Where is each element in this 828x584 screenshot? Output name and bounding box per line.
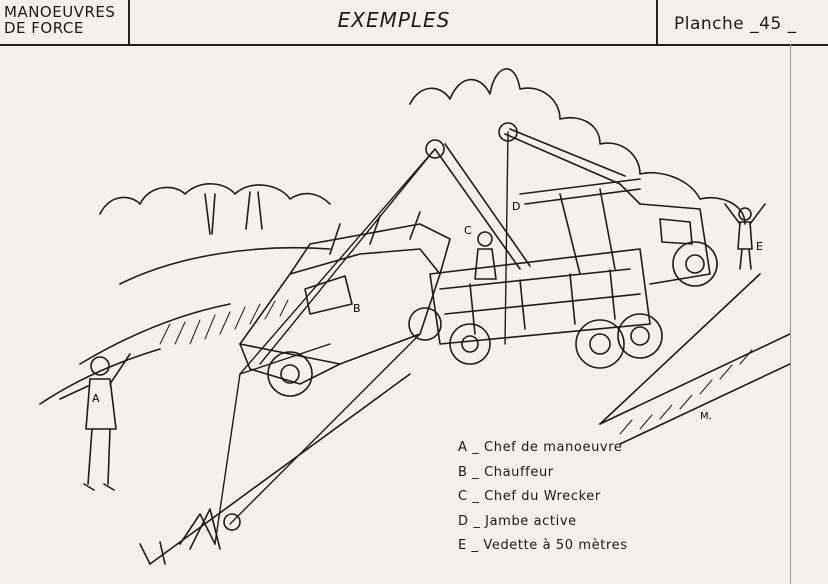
- letter-a: A: [92, 392, 100, 405]
- tree-line: [99, 183, 331, 215]
- plate-header: MANOEUVRES DE FORCE EXEMPLES Planche _45…: [0, 0, 828, 46]
- man-c: [474, 231, 497, 280]
- legend: A _ Chef de manoeuvre B _ Chauffeur C _ …: [458, 436, 788, 559]
- road-edge-right: [599, 273, 761, 425]
- letter-b: B: [353, 302, 361, 315]
- man-a: [59, 353, 131, 491]
- boom-right: [504, 128, 641, 205]
- legend-item-e: E _ Vedette à 50 mètres: [458, 538, 628, 553]
- tree-trunk-left: [204, 191, 263, 235]
- letter-d: D: [512, 200, 520, 213]
- section-title-line1: MANOEUVRES: [4, 3, 116, 21]
- ground-anchor: [139, 508, 241, 565]
- letter-e: E: [756, 240, 763, 253]
- ditch-bank: [39, 247, 331, 405]
- legend-item-a: A _ Chef de manoeuvre: [458, 440, 623, 455]
- legend-item-b: B _ Chauffeur: [458, 464, 554, 480]
- legend-item-c: C _ Chef du Wrecker: [458, 489, 601, 504]
- artist-signature: M.: [700, 411, 712, 422]
- plate-title: EXEMPLES: [337, 8, 451, 32]
- section-title-line2: DE FORCE: [4, 19, 84, 37]
- wrecker-truck: [425, 122, 718, 369]
- letter-c: C: [464, 224, 472, 237]
- plate-number: Planche _45 _: [656, 0, 828, 44]
- section-title: MANOEUVRES DE FORCE: [0, 0, 130, 44]
- truck-b: [239, 211, 451, 397]
- man-e: [724, 203, 766, 270]
- road-far: [599, 333, 790, 445]
- bank-hatching: [159, 299, 753, 435]
- legend-item-d: D _ Jambe active: [458, 513, 577, 529]
- cables: [214, 131, 509, 545]
- page-edge-divider: [790, 44, 791, 584]
- bush-top: [409, 68, 746, 225]
- wrecker-recovery-illustration: A B C D E M.: [39, 68, 790, 565]
- boom-frame: [519, 178, 641, 275]
- road-edge-left: [149, 373, 411, 565]
